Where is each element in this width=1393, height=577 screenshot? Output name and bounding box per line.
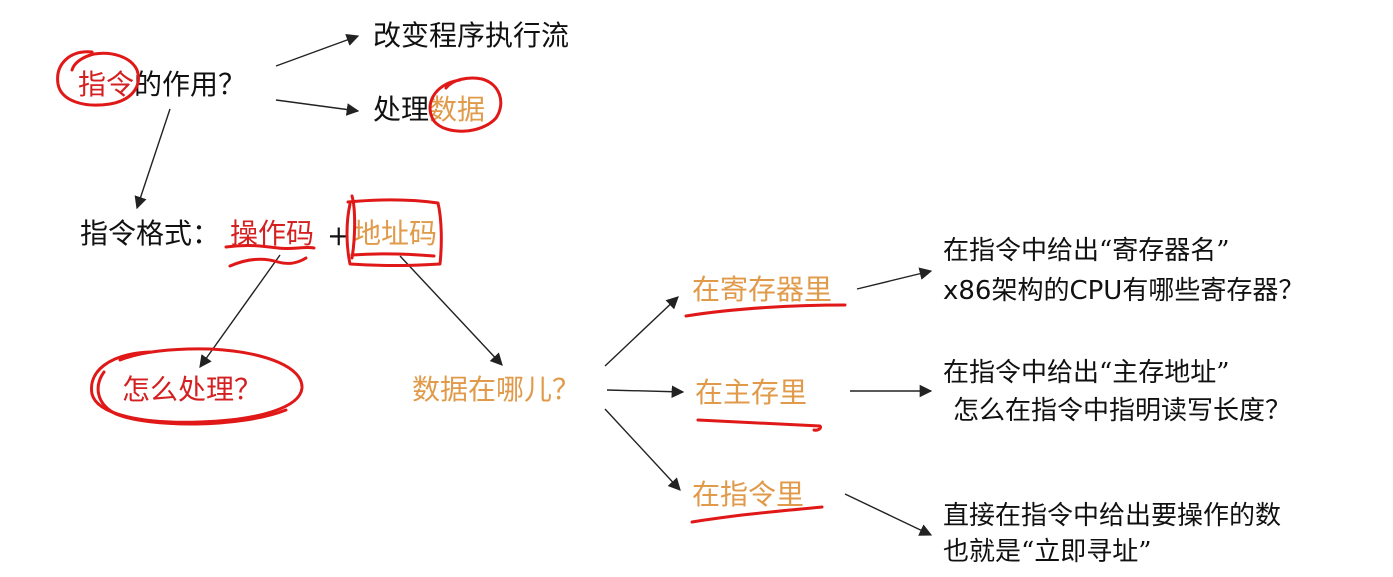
address-code-node: 地址码	[353, 217, 438, 250]
memory-desc-line1: 在指令中给出“主存地址”	[943, 358, 1230, 388]
opcode-node: 操作码	[230, 217, 315, 250]
plus-sign: +	[327, 219, 351, 252]
underline-opcode-1	[224, 243, 316, 251]
in-memory-node: 在主存里	[695, 376, 808, 409]
instruction-role-rest: 的作用？	[134, 68, 247, 101]
in-instruction-node: 在指令里	[692, 478, 805, 511]
circle-data-keyword	[428, 76, 503, 133]
data-keyword: 数据	[429, 93, 486, 126]
arrow-where-to-register	[604, 296, 679, 367]
circle-instruction-keyword	[56, 50, 140, 107]
box-address-code-inner	[350, 194, 436, 260]
how-process-node: 怎么处理？	[122, 373, 263, 406]
memory-desc-line2: 怎么在指令中指明读写长度？	[953, 396, 1292, 426]
where-data-node: 数据在哪儿？	[412, 373, 581, 406]
register-desc-line1: 在指令中给出“寄存器名”	[943, 236, 1230, 266]
arrow-address-to-where	[399, 255, 503, 366]
process-data-node: 处理数据	[373, 96, 485, 124]
change-flow-node: 改变程序执行流	[373, 19, 570, 52]
arrow-where-to-instruction	[604, 408, 681, 491]
instruction-role-node: 指令的作用？	[78, 71, 246, 99]
arrow-register-to-desc	[856, 267, 933, 290]
arrow-where-to-memory	[606, 385, 685, 398]
underline-in-register	[684, 303, 847, 318]
underline-in-memory	[696, 418, 822, 432]
arrow-role-to-data	[275, 99, 360, 116]
circle-how-process	[90, 347, 304, 424]
immediate-desc-line1: 直接在指令中给出要操作的数	[943, 501, 1282, 531]
box-address-code	[345, 198, 443, 267]
arrow-instruction-to-desc	[844, 493, 933, 536]
arrow-role-to-format	[134, 108, 171, 210]
instruction-keyword: 指令	[78, 68, 135, 101]
register-desc-line2: x86架构的CPU有哪些寄存器？	[943, 276, 1305, 306]
arrow-role-to-flow	[275, 33, 360, 67]
process-prefix: 处理	[373, 93, 430, 126]
in-register-node: 在寄存器里	[692, 273, 833, 306]
underline-in-instruction	[690, 505, 824, 524]
circle-how-process-2	[96, 370, 288, 426]
underline-opcode-2	[228, 256, 308, 268]
immediate-desc-line2: 也就是“立即寻址”	[943, 537, 1152, 567]
format-label: 指令格式：	[80, 217, 221, 250]
